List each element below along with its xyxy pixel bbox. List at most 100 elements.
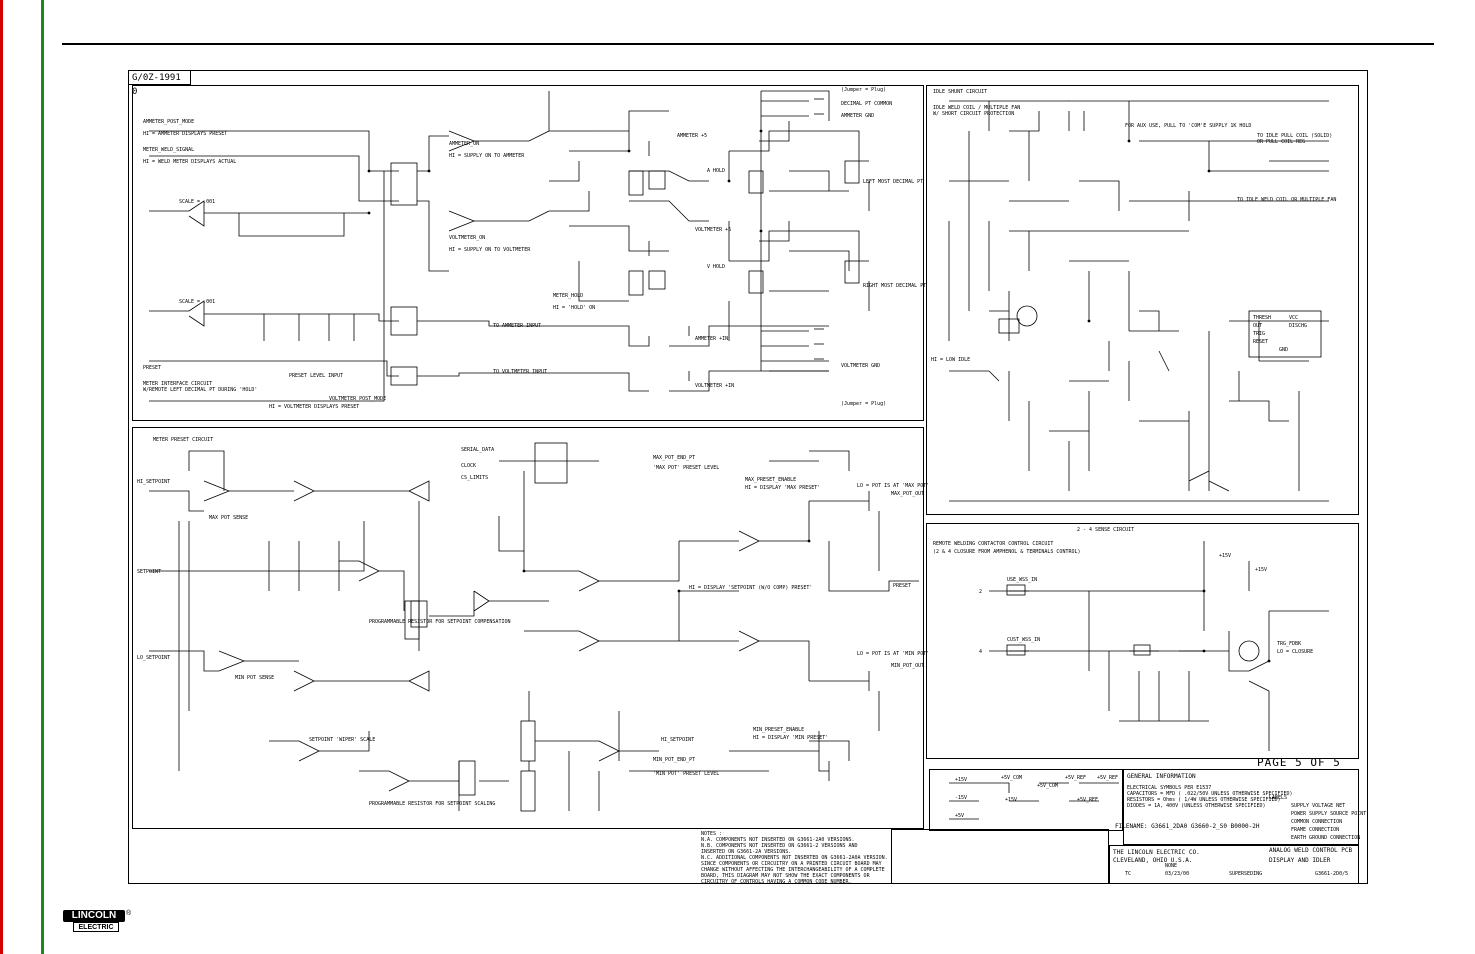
idle-circuit-title: IDLE SHUNT CIRCUIT xyxy=(933,89,988,95)
label-lo-setpoint: LO_SETPOINT xyxy=(137,655,171,661)
label-decimal-common: DECIMAL PT COMMON xyxy=(841,101,893,107)
lincoln-electric-logo: LINCOLN ELECTRIC ® xyxy=(63,910,131,934)
general-info-line-1: ELECTRICAL SYMBOLS PER E1537 xyxy=(1127,785,1212,791)
logo-top: LINCOLN xyxy=(63,910,125,922)
label-contactor-15v-1: +15V xyxy=(1219,553,1232,559)
general-info-line-2: CAPACITORS = MFD ( .022/50V UNLESS OTHER… xyxy=(1127,791,1293,797)
label-cs-limits: CS_LIMITS xyxy=(461,475,489,481)
contactor-circuit-subtitle: (2 & 4 CLOSURE FROM AMPHENOL & TERMINALS… xyxy=(933,549,1081,555)
sheet-id: G/0Z-1991 0 xyxy=(129,71,191,97)
drawing-title-2: DISPLAY AND IDLER xyxy=(1269,857,1331,864)
label-meter-hold: METER_HOLD xyxy=(553,293,584,299)
legend-item-1: SUPPLY VOLTAGE NET xyxy=(1291,803,1346,809)
superseding: SUPERSEDING xyxy=(1229,871,1263,877)
label-voltmeter-gnd: VOLTMETER GND xyxy=(841,363,881,369)
meter-circuit-title: METER INTERFACE CIRCUIT xyxy=(143,381,213,387)
label-programmable-comp: PROGRAMMABLE RESISTOR FOR SETPOINT COMPE… xyxy=(369,619,511,625)
drawing-date: 03/23/00 xyxy=(1165,871,1190,877)
label-supply-5v-ref: +5V_REF xyxy=(1065,775,1087,781)
label-supply-5v-ref-3: +5V_REF xyxy=(1077,797,1099,803)
label-vcc: VCC xyxy=(1289,315,1299,321)
label-v-hold: V HOLD xyxy=(707,264,726,270)
label-aux-use: FOR AUX USE, PULL TO 'COM'E SUPPLY 1K HO… xyxy=(1125,123,1252,129)
label-reset: RESET xyxy=(1253,339,1269,345)
notes-title: NOTES : xyxy=(701,831,723,837)
label-scale-1: SCALE = .001 xyxy=(179,199,216,205)
legend-item-3: COMMON CONNECTION xyxy=(1291,819,1343,825)
meter-preset-panel xyxy=(132,427,924,829)
notes-item-2: N.B. COMPONENTS NOT INSERTED ON G3661-2 … xyxy=(701,843,858,849)
label-voltmeter-on: VOLTMETER_ON xyxy=(449,235,486,241)
label-voltmeter-in: VOLTMETER +IN xyxy=(695,383,735,389)
label-max-pot-end: MAX_POT_END_PT xyxy=(653,455,696,461)
label-to-ammeter-input: TO AMMETER INPUT xyxy=(493,323,542,329)
logo-bottom: ELECTRIC xyxy=(73,922,119,932)
label-short-circuit: W/ SHORT CIRCUIT PROTECTION xyxy=(933,111,1015,117)
meter-circuit-subtitle: W/REMOTE LEFT DECIMAL PT DURING 'HOLD' xyxy=(143,387,258,393)
label-dischg: DISCHG xyxy=(1289,323,1308,329)
legend-item-4: FRAME CONNECTION xyxy=(1291,827,1340,833)
label-voltmeter-post-mode: VOLTMETER_POST_MODE xyxy=(329,396,387,402)
contactor-circuit-title: REMOTE WELDING CONTACTOR CONTROL CIRCUIT xyxy=(933,541,1054,547)
label-serial-data: SERIAL_DATA xyxy=(461,447,495,453)
label-pull-coil-reg: OR PULL COIL REG xyxy=(1257,139,1306,145)
general-info-panel xyxy=(1123,769,1359,845)
label-out: OUT xyxy=(1253,323,1263,329)
header-rule xyxy=(62,43,1434,45)
label-preset-level-input: PRESET LEVEL INPUT xyxy=(289,373,344,379)
company-name: THE LINCOLN ELECTRIC CO. xyxy=(1113,849,1200,856)
label-ammeter-supply: HI = SUPPLY ON TO AMMETER xyxy=(449,153,525,159)
legend-title: LABELS xyxy=(1269,795,1288,801)
label-setpoint: SETPOINT xyxy=(137,569,162,575)
general-info-title: GENERAL INFORMATION xyxy=(1127,773,1196,780)
label-555-gnd: GND xyxy=(1279,347,1289,353)
schematic-sheet: G/0Z-1991 0 xyxy=(128,70,1368,885)
label-a-hold: A HOLD xyxy=(707,168,726,174)
label-cust-wss-in: CUST_WSS_IN xyxy=(1007,637,1041,643)
label-right-decimal: RIGHT MOST DECIMAL PT xyxy=(863,283,927,289)
label-max-pot-level: 'MAX POT' PRESET LEVEL xyxy=(653,465,720,471)
label-ammeter-post-mode: AMMETER_POST_MODE xyxy=(143,119,195,125)
label-supply-5v-ref-2: +5V_REF xyxy=(1097,775,1119,781)
label-min-preset-enable: MIN_PRESET_ENABLE xyxy=(753,727,805,733)
label-ammeter-on: AMMETER_ON xyxy=(449,141,480,147)
label-idle-pull-coil: TO IDLE PULL COIL (SOLID) xyxy=(1257,133,1333,139)
preset-circuit-title: METER PRESET CIRCUIT xyxy=(153,437,214,443)
label-display-setpoint-1: HI = DISPLAY 'SETPOINT (W/O COMP) PRESET… xyxy=(689,585,813,591)
label-contactor-15v-2: +15V xyxy=(1255,567,1268,573)
label-max-preset-enable: MAX_PRESET_ENABLE xyxy=(745,477,797,483)
label-to-voltmeter-input: TO VOLTMETER INPUT xyxy=(493,369,548,375)
label-voltmeter-plus5: VOLTMETER +5 xyxy=(695,227,732,233)
label-ammeter-gnd: AMMETER GND xyxy=(841,113,875,119)
page-label: PAGE 5 OF 5 xyxy=(1257,756,1341,769)
label-supply-5v: +5V xyxy=(955,813,965,819)
notes-item-3: INSERTED ON G3661-2A VERSIONS. xyxy=(701,849,792,855)
filenames: FILENAME: G3661_2DA0 G3660-2_S0 B0000-2H xyxy=(1115,823,1260,830)
logo-reg: ® xyxy=(126,910,132,917)
label-supply-5v-com: +5V_COM xyxy=(1001,775,1023,781)
label-jumper-plug-1: (Jumper = Plug) xyxy=(841,87,887,93)
label-ammeter-in: AMMETER +IN xyxy=(695,336,729,342)
legend-item-5: EARTH GROUND CONNECTION xyxy=(1291,835,1361,841)
label-voltmeter-supply: HI = SUPPLY ON TO VOLTMETER xyxy=(449,247,531,253)
label-pot-at-max: LO = POT IS AT 'MAX POT' xyxy=(857,483,930,489)
label-hi-setpoint: HI_SETPOINT xyxy=(137,479,171,485)
label-min-pot-level: 'MIN POT' PRESET LEVEL xyxy=(653,771,720,777)
label-thresh: THRESH xyxy=(1253,315,1272,321)
label-scale-2: SCALE = .001 xyxy=(179,299,216,305)
label-setpoint-wiper: SETPOINT 'WIPER' SCALE xyxy=(309,737,376,743)
title-block xyxy=(1109,845,1359,884)
notes-item-4: N.C. ADDITIONAL COMPONENTS NOT INSERTED … xyxy=(701,855,888,861)
label-terminal-4: 4 xyxy=(979,649,983,655)
drawing-code: G3661-2D0/5 xyxy=(1315,871,1349,877)
label-lo-closure: LO = CLOSURE xyxy=(1277,649,1314,655)
idle-shunt-panel xyxy=(926,85,1359,515)
label-max-pot-sense: MAX POT SENSE xyxy=(209,515,249,521)
supply-panel xyxy=(929,769,1123,831)
left-stripe-red xyxy=(0,0,3,954)
company-city: CLEVELAND, OHIO U.S.A. xyxy=(1113,857,1193,864)
label-weld-meter-actual: HI = WELD METER DISPLAYS ACTUAL xyxy=(143,159,237,165)
label-supply-neg15v: -15V xyxy=(955,795,968,801)
left-stripe-green xyxy=(41,0,44,954)
label-display-max-preset: HI = DISPLAY 'MAX PRESET' xyxy=(745,485,821,491)
